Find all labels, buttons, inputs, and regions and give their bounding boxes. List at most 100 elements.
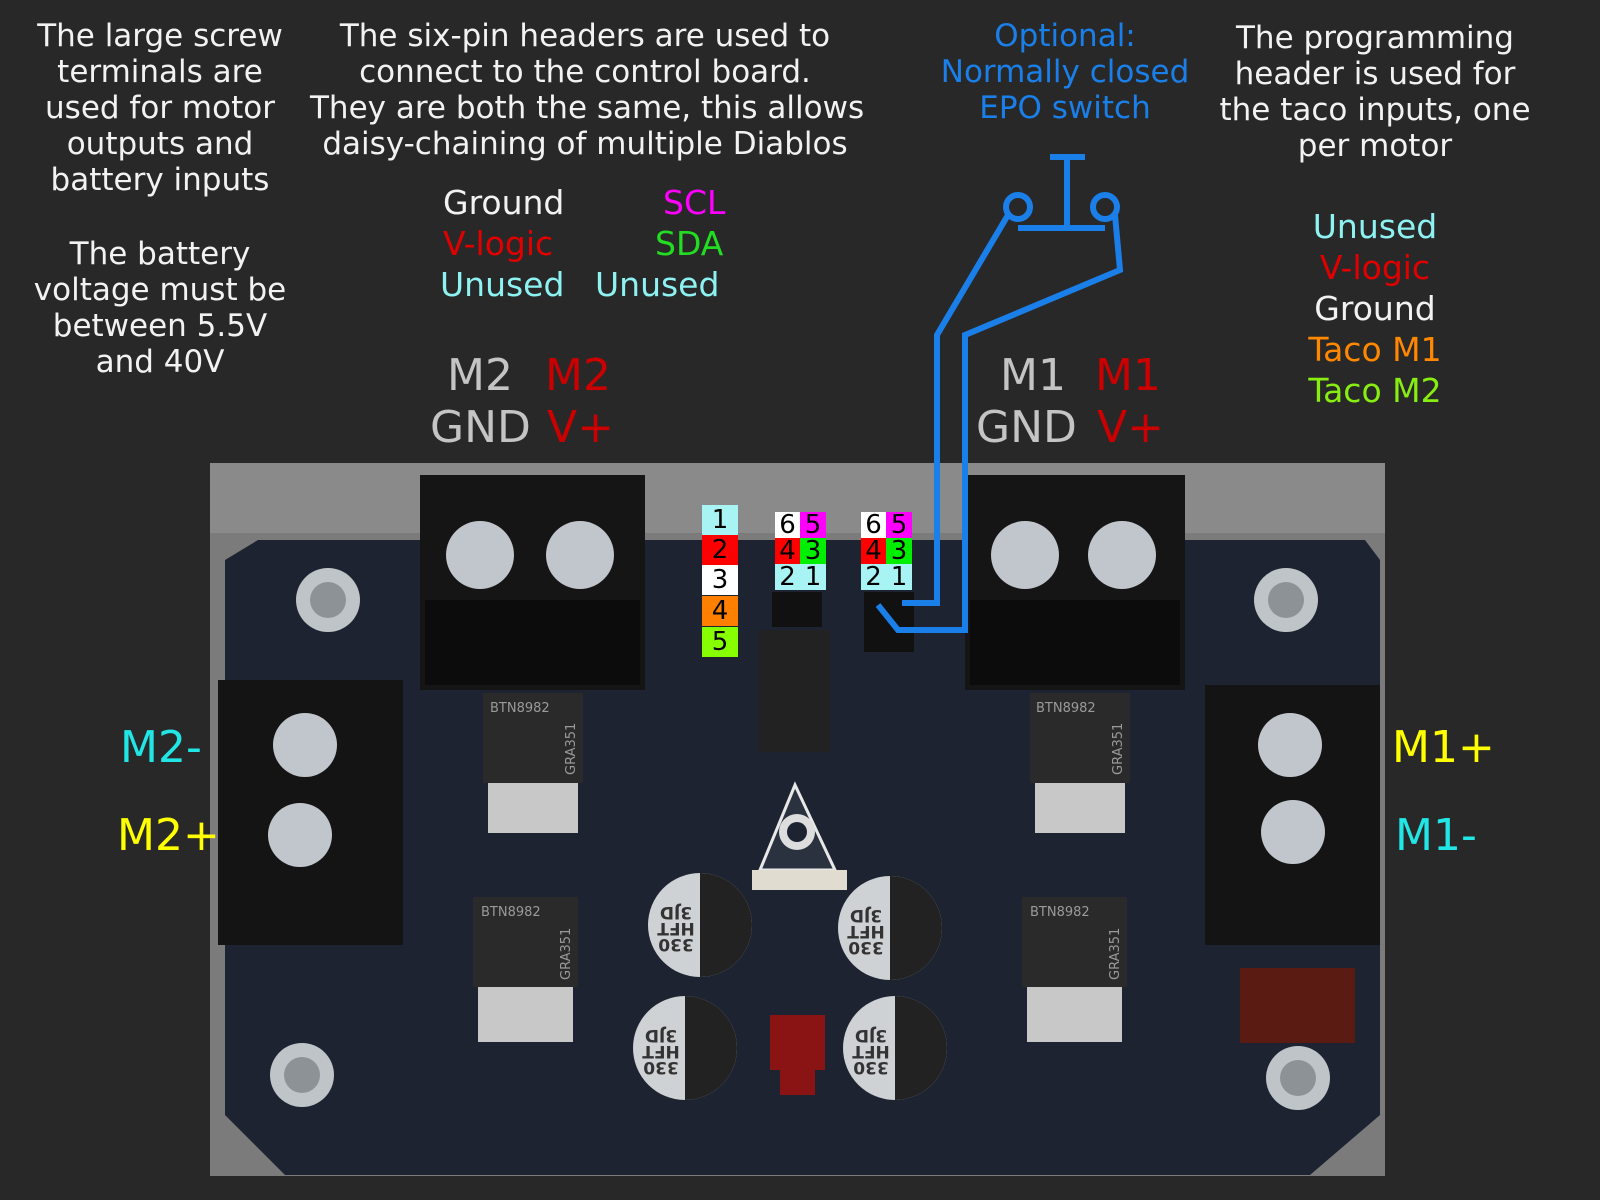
note-line: used for motor: [45, 90, 275, 126]
note-line: the taco inputs, one: [1219, 92, 1531, 128]
note-line: Optional:: [994, 18, 1136, 54]
prog-legend-unused: Unused: [1312, 207, 1438, 246]
corner-screw: [296, 568, 360, 632]
driver-chip: [1022, 897, 1127, 987]
driver-chip: [483, 693, 583, 783]
chip-code-label: GRA351: [559, 928, 574, 980]
robot-logo: [770, 1015, 825, 1095]
capacitor-value: 330: [658, 934, 694, 954]
note-line: EPO switch: [979, 90, 1151, 126]
capacitor-code: 3JD: [855, 1025, 887, 1045]
chip-label: BTN8982: [481, 905, 541, 920]
capacitor-code: 3JD: [660, 902, 692, 922]
legend-scl: SCL: [663, 183, 726, 222]
label-m2-plus: M2+: [117, 810, 220, 861]
prog-pin-1: 1: [702, 505, 738, 535]
header-right-pin-3: 3: [886, 538, 912, 564]
header-right-pin-1: 1: [886, 564, 912, 590]
driver-chip: [1030, 693, 1130, 783]
header-left-pin-3: 3: [800, 538, 826, 564]
note-line: battery inputs: [50, 162, 270, 198]
prog-legend-vlogic: V-logic: [1319, 248, 1431, 287]
note-line: They are both the same, this allows: [310, 90, 865, 126]
header-right-pin-2: 2: [861, 564, 886, 590]
capacitor: [838, 876, 942, 980]
label-m1-red: M1: [1095, 350, 1161, 401]
capacitor: [633, 996, 737, 1100]
header-right-pin-4: 4: [861, 538, 886, 564]
label-m1-plus: M1+: [1392, 722, 1495, 773]
six-pin-header-left: [772, 592, 822, 627]
chip-label: BTN8982: [490, 701, 550, 716]
header-left-pin-4: 4: [775, 538, 800, 564]
note-line: connect to the control board.: [359, 54, 811, 90]
label-m1-minus: M1-: [1395, 810, 1477, 861]
six-pin-note: The six-pin headers are used to connect …: [310, 18, 865, 162]
chip-code-label: GRA351: [1111, 723, 1126, 775]
label-m1: M1: [1000, 350, 1066, 401]
programming-header-note: The programming header is used for the t…: [1215, 20, 1535, 164]
prog-pin-4: 4: [702, 596, 738, 626]
prog-legend-ground: Ground: [1314, 289, 1436, 328]
note-line: outputs and: [66, 126, 254, 162]
epo-switch-wiring: [875, 154, 1124, 633]
label-m2-red: M2: [545, 350, 611, 401]
capacitor-code: 3JD: [850, 905, 882, 925]
header-left-pin-2: 2: [775, 564, 800, 590]
header-left-pin-1: 1: [800, 564, 826, 590]
driver-chip: [473, 897, 578, 987]
screw-terminal-note: The large screw terminals are used for m…: [30, 18, 290, 198]
epo-note: Optional: Normally closed EPO switch: [935, 18, 1195, 126]
logo-marking: [1240, 968, 1355, 1043]
screw-terminal-m2: [420, 475, 645, 690]
prog-legend-taco-m1: Taco M1: [1308, 330, 1442, 369]
prog-legend-taco-m2: Taco M2: [1308, 371, 1442, 410]
label-m2: M2: [447, 350, 513, 401]
prog-pin-5: 5: [702, 627, 738, 657]
chip-label: BTN8982: [1030, 905, 1090, 920]
note-line: The programming: [1236, 20, 1514, 56]
legend-ground: Ground: [443, 183, 565, 222]
note-line: The six-pin headers are used to: [339, 18, 831, 54]
capacitor: [648, 873, 752, 977]
label-m1-gnd: GND: [976, 402, 1077, 453]
capacitor-series: HFT: [852, 1041, 890, 1061]
note-line: per motor: [1297, 128, 1453, 164]
screw-terminal-m1: [965, 475, 1185, 690]
capacitor-series: HFT: [657, 918, 695, 938]
capacitor-value: 330: [848, 937, 884, 957]
note-line: and 40V: [95, 344, 225, 380]
note-line: terminals are: [57, 54, 263, 90]
note-line: The large screw: [37, 18, 283, 54]
legend-sda: SDA: [655, 224, 724, 263]
label-m1-vplus: V+: [1097, 402, 1164, 453]
corner-screw: [270, 1043, 334, 1107]
note-line: between 5.5V: [52, 308, 268, 344]
header-left-pin-6: 6: [775, 512, 800, 538]
screw-terminal-left: [218, 680, 403, 945]
header-left-pin-5: 5: [800, 512, 826, 538]
chip-label: BTN8982: [1036, 701, 1096, 716]
label-m2-minus: M2-: [120, 722, 202, 773]
capacitor-value: 330: [643, 1057, 679, 1077]
header-right-pin-5: 5: [886, 512, 912, 538]
note-line: daisy-chaining of multiple Diablos: [322, 126, 848, 162]
label-m2-vplus: V+: [547, 402, 614, 453]
legend-vlogic: V-logic: [443, 224, 554, 263]
chip-code-label: GRA351: [564, 723, 579, 775]
battery-note: The battery voltage must be between 5.5V…: [30, 236, 290, 380]
corner-screw: [1266, 1046, 1330, 1110]
legend-unused: Unused: [595, 265, 720, 304]
legend-unused: Unused: [440, 265, 565, 304]
capacitor-value: 330: [853, 1057, 889, 1077]
note-line: The battery: [69, 236, 251, 272]
note-line: header is used for: [1234, 56, 1516, 92]
prog-pin-2: 2: [702, 535, 738, 565]
capacitor: [843, 996, 947, 1100]
capacitor-code: 3JD: [645, 1025, 677, 1045]
capacitor-series: HFT: [847, 921, 885, 941]
screw-terminal-right: [1205, 685, 1380, 945]
prog-pin-3: 3: [702, 565, 738, 595]
note-line: Normally closed: [940, 54, 1190, 90]
label-m2-gnd: GND: [430, 402, 531, 453]
